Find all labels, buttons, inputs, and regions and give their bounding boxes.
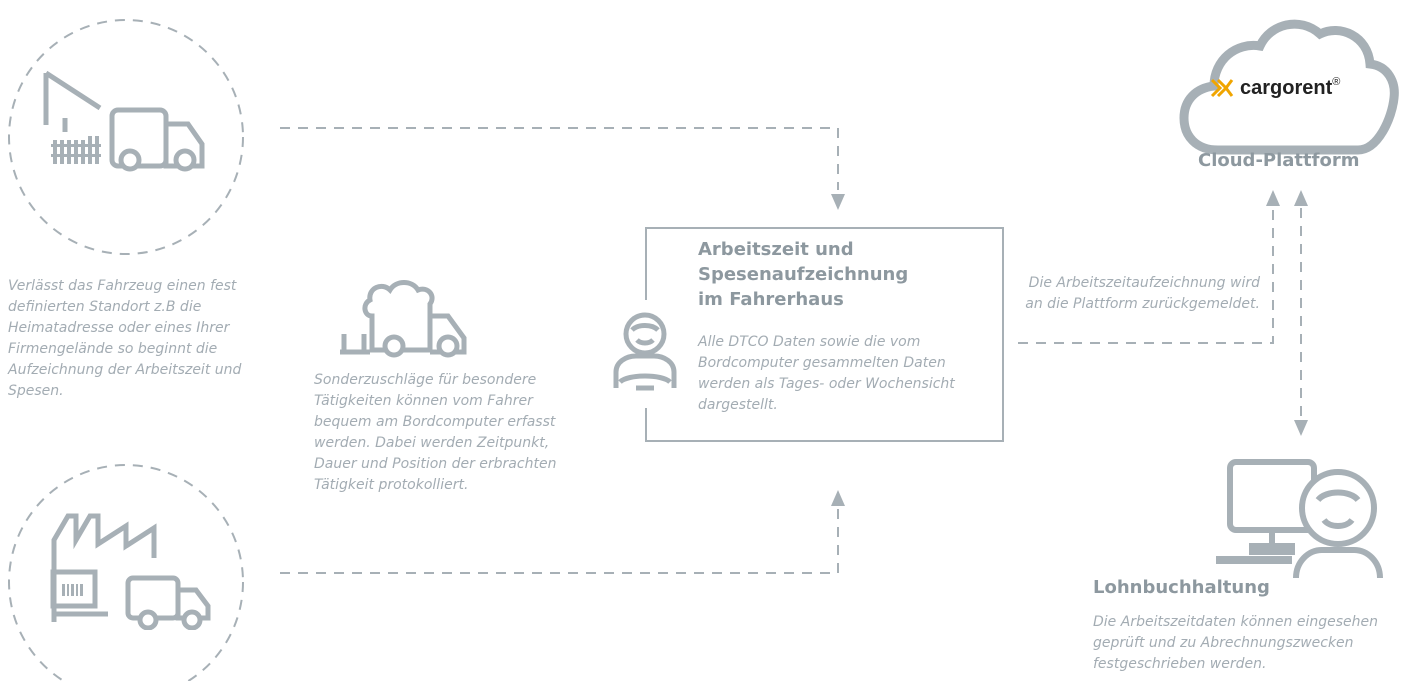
payroll-title: Lohnbuchhaltung [1093,577,1270,598]
cloud-label: Cloud-Plattform [1198,150,1360,171]
center-box-frame [645,227,1004,442]
top-left-dashed-circle [8,19,244,255]
center-title: Arbeitszeit und Spesenaufzeichnung im Fa… [698,237,908,312]
top-left-caption: Verlässt das Fahrzeug einen fest definie… [8,278,242,399]
middle-caption: Sonderzuschläge für besondere Tätigkeite… [314,372,557,493]
arrow-down-payroll [1294,420,1308,436]
bottom-connector [280,508,839,574]
center-title-line1: Arbeitszeit und [698,239,854,260]
cargorent-logo-registered: ® [1332,76,1341,88]
cloud-connector [1018,208,1274,344]
truck-cargo-icon [336,272,476,358]
arrow-up-cloud-right [1294,190,1308,206]
center-title-line3: im Fahrerhaus [698,289,844,310]
computer-user-icon [1210,450,1390,580]
report-note: Die Arbeitszeitaufzeichnung wird an die … [1025,275,1260,312]
cargorent-logo: cargorent ® [1210,74,1340,102]
payroll-text: Die Arbeitszeitdaten können eingesehen g… [1093,614,1378,672]
cloud-icon [1178,10,1400,160]
center-text: Alle DTCO Daten sowie die vom Bordcomput… [698,334,955,413]
cargorent-logo-text: cargorent [1240,76,1333,99]
arrow-up-cloud-left [1266,190,1280,206]
arrow-up-bottom [831,490,845,506]
driver-icon [610,310,680,396]
arrow-down-top [831,194,845,210]
top-connector [280,127,839,190]
factory-truck-icon [48,510,218,630]
cargorent-logo-mark-icon [1210,78,1234,98]
bottom-left-dashed-circle [8,464,244,681]
warehouse-truck-icon [40,70,220,180]
center-title-line2: Spesenaufzeichnung [698,264,909,285]
